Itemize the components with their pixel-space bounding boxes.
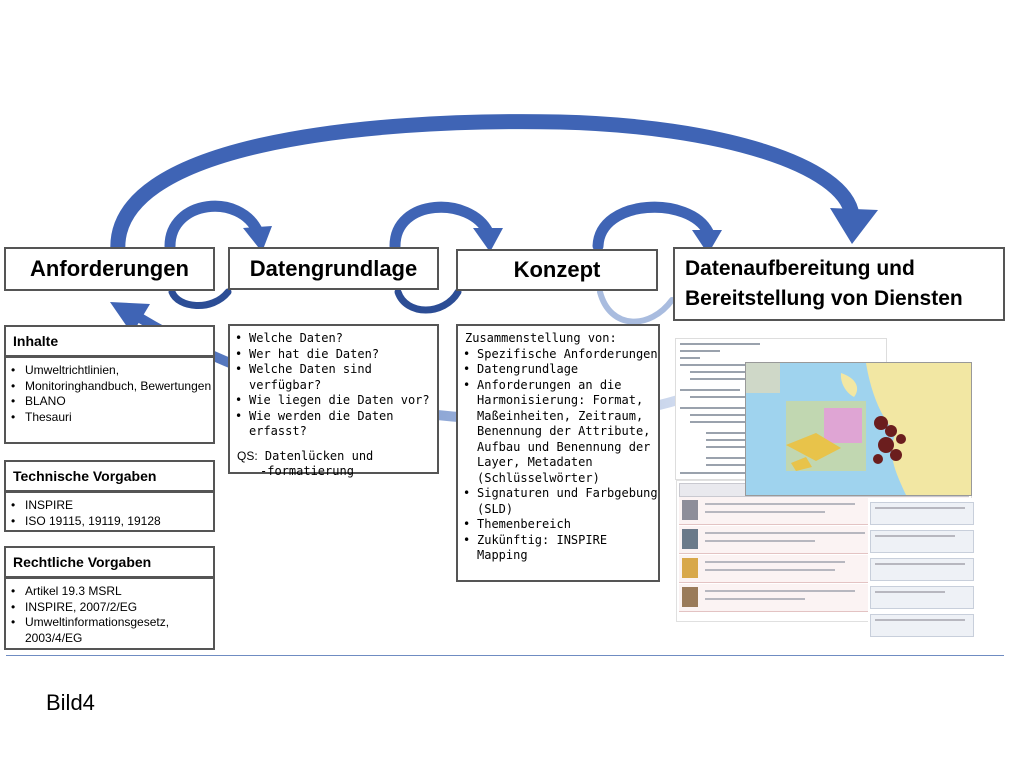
- datengrundlage-details: Welche Daten? Wer hat die Daten? Welche …: [228, 324, 439, 478]
- slide-caption: Bild4: [46, 690, 95, 715]
- technische-vorgaben-header: Technische Vorgaben: [4, 460, 215, 492]
- list-item: Datengrundlage: [458, 362, 658, 378]
- arrow-head-outer: [830, 208, 878, 244]
- qs-text-2: -formatierung: [260, 464, 354, 478]
- arrow-head-2: [473, 228, 503, 252]
- list-item: Spezifische Anforderungen: [458, 347, 658, 363]
- list-item: Umweltrichtlinien,: [6, 363, 213, 379]
- arrow-loop-3: [592, 201, 714, 252]
- arrow-loop-2: [389, 201, 494, 252]
- arrow-loop-1: [164, 200, 264, 252]
- list-item: Wie werden die Daten erfasst?: [230, 409, 437, 440]
- konzept-details: Zusammenstellung von: Spezifische Anford…: [456, 324, 660, 582]
- qs-note: QS: Datenlücken und: [230, 449, 437, 465]
- layer-panel-screenshot: [868, 498, 976, 648]
- divider: [6, 655, 1004, 656]
- rechtliche-vorgaben-header-label: Rechtliche Vorgaben: [13, 554, 152, 570]
- stage-datenaufbereitung-line-1: Datenaufbereitung und: [685, 257, 915, 280]
- map-image: [746, 363, 971, 495]
- inhalte-header-label: Inhalte: [13, 333, 59, 349]
- list-item: Monitoringhandbuch, Bewertungen: [6, 379, 213, 395]
- technische-vorgaben-header-label: Technische Vorgaben: [13, 468, 157, 484]
- list-item: Zukünftig: INSPIRE Mapping: [458, 533, 658, 564]
- stage-anforderungen-label: Anforderungen: [30, 256, 189, 281]
- list-item: Signaturen und Farbgebung (SLD): [458, 486, 658, 517]
- arrow-head-return: [110, 302, 150, 334]
- list-item: Welche Daten sind verfügbar?: [230, 362, 437, 393]
- inhalte-list: Umweltrichtlinien, Monitoringhandbuch, B…: [4, 356, 215, 444]
- list-item: Welche Daten?: [230, 331, 437, 347]
- inhalte-header: Inhalte: [4, 325, 215, 357]
- stage-datengrundlage: Datengrundlage: [228, 247, 439, 290]
- arrow-loop-2-lower: [394, 288, 462, 314]
- stage-datenaufbereitung-line-2: Bereitstellung von Diensten: [685, 287, 963, 310]
- list-item: Umweltinformationsgesetz, 2003/4/EG: [6, 615, 213, 646]
- stage-konzept: Konzept: [456, 249, 658, 291]
- qs-label: QS:: [237, 448, 258, 463]
- stage-datenaufbereitung: Datenaufbereitung und Bereitstellung von…: [673, 247, 1005, 321]
- arrow-loop-outer: [110, 114, 860, 260]
- list-item: Anforderungen an die Harmonisierung: For…: [458, 378, 658, 487]
- stage-konzept-label: Konzept: [513, 257, 601, 282]
- arrow-loop-1-lower: [168, 288, 232, 309]
- list-item: Thesauri: [6, 410, 213, 426]
- list-item: BLANO: [6, 394, 213, 410]
- list-item: INSPIRE, 2007/2/EG: [6, 600, 213, 616]
- arrow-head-3: [692, 230, 722, 254]
- rechtliche-vorgaben-header: Rechtliche Vorgaben: [4, 546, 215, 578]
- map-screenshot: [745, 362, 972, 496]
- arrow-loop-3-lower: [597, 289, 675, 325]
- qs-text-1: Datenlücken und: [264, 448, 374, 463]
- list-item: Wer hat die Daten?: [230, 347, 437, 363]
- stage-anforderungen: Anforderungen: [4, 247, 215, 291]
- list-item: Artikel 19.3 MSRL: [6, 584, 213, 600]
- list-item: Themenbereich: [458, 517, 658, 533]
- list-item: Wie liegen die Daten vor?: [230, 393, 437, 409]
- konzept-intro: Zusammenstellung von:: [465, 331, 617, 345]
- stage-datengrundlage-label: Datengrundlage: [249, 255, 418, 281]
- list-item: ISO 19115, 19119, 19128: [6, 514, 213, 530]
- list-item: INSPIRE: [6, 498, 213, 514]
- arrow-head-1: [243, 226, 272, 252]
- rechtliche-vorgaben-list: Artikel 19.3 MSRL INSPIRE, 2007/2/EG Umw…: [4, 577, 215, 650]
- technische-vorgaben-list: INSPIRE ISO 19115, 19119, 19128: [4, 491, 215, 532]
